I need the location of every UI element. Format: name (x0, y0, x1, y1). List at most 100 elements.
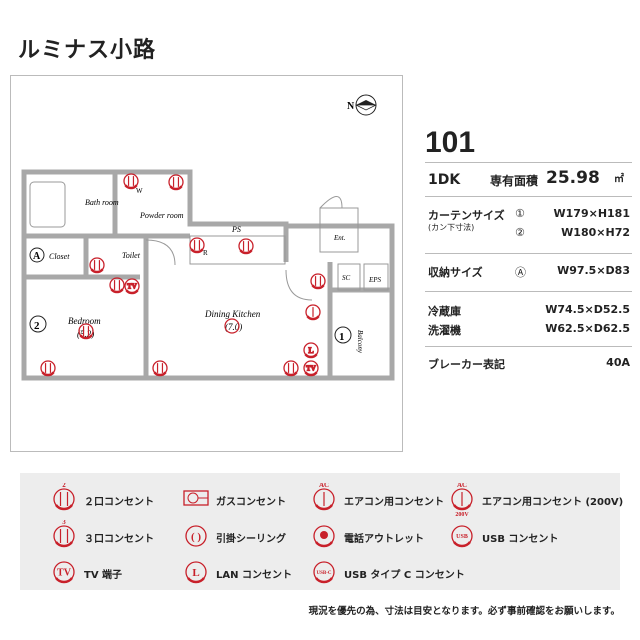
fridge-label: 冷蔵庫 (428, 305, 461, 318)
svg-text:3: 3 (62, 520, 66, 526)
washer-label: 洗濯機 (428, 324, 461, 337)
curtain-1-marker: ① (515, 207, 525, 220)
divider (425, 162, 632, 163)
svg-text:TV: TV (127, 282, 137, 290)
legend-label: 電話アウトレット (344, 533, 424, 545)
closet-marker (29, 247, 45, 263)
storage-size: W97.5×D83 (557, 264, 630, 277)
room-ps: PS (231, 225, 241, 234)
legend-label: エアコン用コンセント (200V) (482, 496, 624, 508)
legend-item: ガスコンセント (182, 483, 286, 517)
usb-outlet-icon: USB (451, 525, 473, 548)
divider (425, 253, 632, 254)
window-2-circle (29, 315, 47, 333)
compass-icon: N (347, 94, 377, 116)
outlet-icon (238, 238, 254, 255)
curtain-2-size: W180×H72 (561, 226, 630, 239)
fridge-mark: R (203, 249, 208, 257)
room-number: 101 (425, 126, 476, 159)
washer-size: W62.5×D62.5 (545, 322, 630, 335)
bedroom-size: (5.2) (77, 329, 94, 339)
outlet-icon (310, 273, 326, 290)
outlet-icon (152, 360, 168, 377)
svg-text:AC: AC (457, 483, 467, 489)
divider (425, 196, 632, 197)
floor-plan: N Bath room Powder room A Closet Toilet … (21, 94, 395, 381)
svg-text:TV: TV (57, 568, 72, 579)
fridge-size: W74.5×D52.5 (545, 303, 630, 316)
legend-item: AC エアコン用コンセント (310, 483, 444, 517)
window-1-circle (334, 326, 352, 344)
usbc-outlet-icon: USB-C (313, 561, 335, 584)
storage-marker: Ⓐ (515, 266, 526, 279)
lan-outlet-icon: L (303, 342, 319, 359)
curtain-sublabel: (カン下寸法) (428, 223, 475, 232)
room-balcony: Balcony (356, 330, 364, 354)
disclaimer-note: 現況を優先の為、寸法は目安となります。必ず事前確認をお願いします。 (308, 606, 620, 617)
outlet-icon (283, 360, 299, 377)
curtain-2-marker: ② (515, 226, 525, 239)
legend-label: 引掛シーリング (216, 533, 286, 545)
room-bath: Bath room (85, 198, 119, 207)
walls (21, 169, 395, 381)
legend-item: AC 200V エアコン用コンセント (200V) (448, 483, 623, 517)
svg-text:USB: USB (456, 534, 468, 540)
svg-text:L: L (308, 346, 313, 355)
fixtures (29, 181, 389, 301)
legend-item: USB-C USB タイプ C コンセント (310, 556, 465, 590)
outlet-icon (189, 237, 205, 254)
area-unit: ㎡ (614, 174, 624, 185)
dining-kitchen-size: (7.0) (225, 322, 242, 332)
room-closet: Closet (49, 252, 70, 261)
lan-outlet-icon: L (185, 561, 207, 584)
curtain-1-size: W179×H181 (553, 207, 630, 220)
legend-item: 3 ３口コンセント (50, 520, 154, 554)
divider (425, 291, 632, 292)
legend-label: ３口コンセント (84, 533, 154, 545)
legend-label: USB タイプ C コンセント (344, 569, 465, 581)
svg-text:( ): ( ) (191, 531, 201, 543)
divider (425, 346, 632, 347)
plan-frame (10, 75, 403, 452)
svg-text:200V: 200V (455, 512, 469, 517)
ac-outlet-icon: AC (313, 483, 335, 511)
svg-text:L: L (192, 567, 199, 579)
room-entrance: Ent. (333, 234, 346, 242)
outlet-icon (109, 277, 125, 294)
outlet-icon (305, 304, 321, 321)
closet-marker-letter: A (33, 251, 41, 262)
layout-type: 1DK (428, 172, 461, 188)
property-name: ルミナス小路 (18, 38, 157, 63)
outlet-symbols: TV TV L (40, 173, 326, 377)
outlet-icon (89, 257, 105, 274)
curtain-label: カーテンサイズ (428, 209, 505, 222)
tv-terminal-icon: TV (303, 360, 319, 377)
outlet-icon (40, 360, 56, 377)
area-value: 25.98 (546, 168, 600, 188)
svg-text:AC: AC (319, 483, 329, 489)
room-dining-kitchen: Dining Kitchen (204, 309, 261, 319)
window-1-marker: 1 (339, 331, 345, 343)
svg-text:USB-C: USB-C (316, 571, 331, 576)
legend-item: 電話アウトレット (310, 520, 424, 554)
svg-text:TV: TV (306, 364, 316, 372)
storage-label: 収納サイズ (428, 266, 483, 279)
breaker-value: 40A (606, 356, 630, 369)
washer-mark: W (136, 187, 143, 195)
window-2-marker: 2 (34, 320, 40, 332)
room-powder: Powder room (139, 211, 184, 220)
ac-200v-outlet-icon: AC 200V (451, 483, 473, 517)
legend-item: TV TV 端子 (50, 556, 122, 590)
ceiling-hook-icon: ( ) (185, 525, 207, 547)
legend-label: ガスコンセント (216, 496, 286, 508)
legend-label: TV 端子 (84, 569, 123, 581)
tv-terminal-icon: TV (53, 561, 75, 584)
area-label: 専有面積 (490, 174, 539, 188)
compass-north: N (347, 101, 355, 112)
legend-label: エアコン用コンセント (344, 496, 444, 508)
room-bedroom: Bedroom (68, 316, 101, 326)
svg-text:2: 2 (62, 483, 66, 489)
breaker-label: ブレーカー表記 (428, 358, 505, 371)
